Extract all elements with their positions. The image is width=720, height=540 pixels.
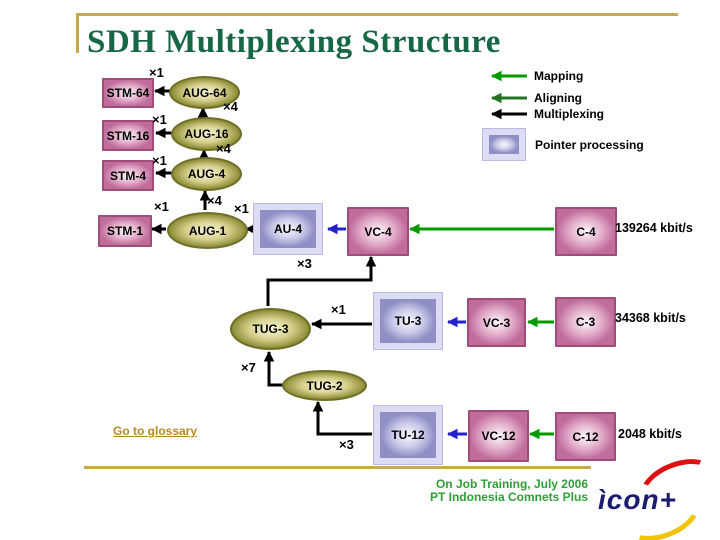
footer-credits: On Job Training, July 2006 PT Indonesia …: [360, 478, 588, 504]
mult-aug16-aug4: ×4: [216, 141, 231, 156]
glossary-link[interactable]: Go to glossary: [113, 424, 198, 438]
mult-tu3-tug3: ×1: [331, 302, 346, 317]
node-au-4: AU-4: [253, 203, 323, 255]
left-accent-line: [76, 13, 79, 53]
node-stm-16: STM-16: [102, 120, 154, 151]
rate-c3: 34368 kbit/s: [615, 311, 686, 325]
logo-wordmark: ìcon+: [598, 484, 677, 515]
company-logo: ìcon+: [596, 448, 720, 540]
mult-stm1: ×1: [154, 199, 169, 214]
node-aug-16: AUG-16: [171, 117, 242, 151]
mult-stm4: ×1: [152, 153, 167, 168]
arrow-tu12-tug2: [312, 400, 372, 436]
mult-aug4-aug1: ×4: [207, 193, 222, 208]
node-stm-1: STM-1: [98, 215, 152, 247]
node-aug-1: AUG-1: [167, 212, 248, 249]
legend-pointer-box: [482, 128, 526, 161]
arrow-tug2-tug3: [263, 350, 283, 387]
node-aug-64: AUG-64: [169, 76, 240, 109]
mult-aug64-aug16: ×4: [223, 99, 238, 114]
node-tug-3: TUG-3: [230, 308, 311, 350]
node-tu-3: TU-3: [373, 292, 443, 350]
node-c-4: C-4: [555, 207, 617, 256]
node-tu-12: TU-12: [373, 405, 443, 465]
legend-mapping-label: Mapping: [534, 69, 584, 83]
node-au-4-label: AU-4: [260, 210, 316, 248]
node-vc-3: VC-3: [467, 298, 526, 347]
mult-stm16: ×1: [152, 112, 167, 127]
top-accent-line: [77, 13, 678, 16]
node-stm-4: STM-4: [102, 160, 154, 191]
mult-tu12-tug2: ×3: [339, 437, 354, 452]
bottom-accent-line: [84, 466, 591, 469]
legend-multiplexing-label: Multiplexing: [534, 107, 604, 121]
mult-stm64: ×1: [149, 65, 164, 80]
node-c-3: C-3: [555, 297, 616, 347]
mult-tug3-vc4: ×3: [297, 256, 312, 271]
rate-c4: 139264 kbit/s: [615, 221, 693, 235]
node-vc-12: VC-12: [468, 410, 529, 462]
node-tu-3-label: TU-3: [380, 299, 436, 343]
arrow-tug3-vc4: [266, 255, 377, 306]
node-vc-4: VC-4: [347, 207, 409, 256]
node-stm-64: STM-64: [102, 78, 154, 108]
node-tug-2: TUG-2: [282, 370, 367, 401]
footer-line2: PT Indonesia Comnets Plus: [429, 489, 588, 504]
legend-pointer-label: Pointer processing: [535, 138, 644, 152]
rate-c12: 2048 kbit/s: [618, 427, 682, 441]
footer-line1: On Job Training, July 2006: [435, 477, 588, 491]
mult-au4-aug1: ×1: [234, 201, 249, 216]
legend-aligning-label: Aligning: [534, 91, 582, 105]
mult-tug2-tug3: ×7: [241, 360, 256, 375]
node-tu-12-label: TU-12: [380, 412, 436, 458]
page-title: SDH Multiplexing Structure: [87, 24, 501, 60]
node-c-12: C-12: [555, 412, 616, 461]
legend-pointer-box-inner: [489, 135, 519, 154]
node-aug-4: AUG-4: [171, 157, 242, 191]
